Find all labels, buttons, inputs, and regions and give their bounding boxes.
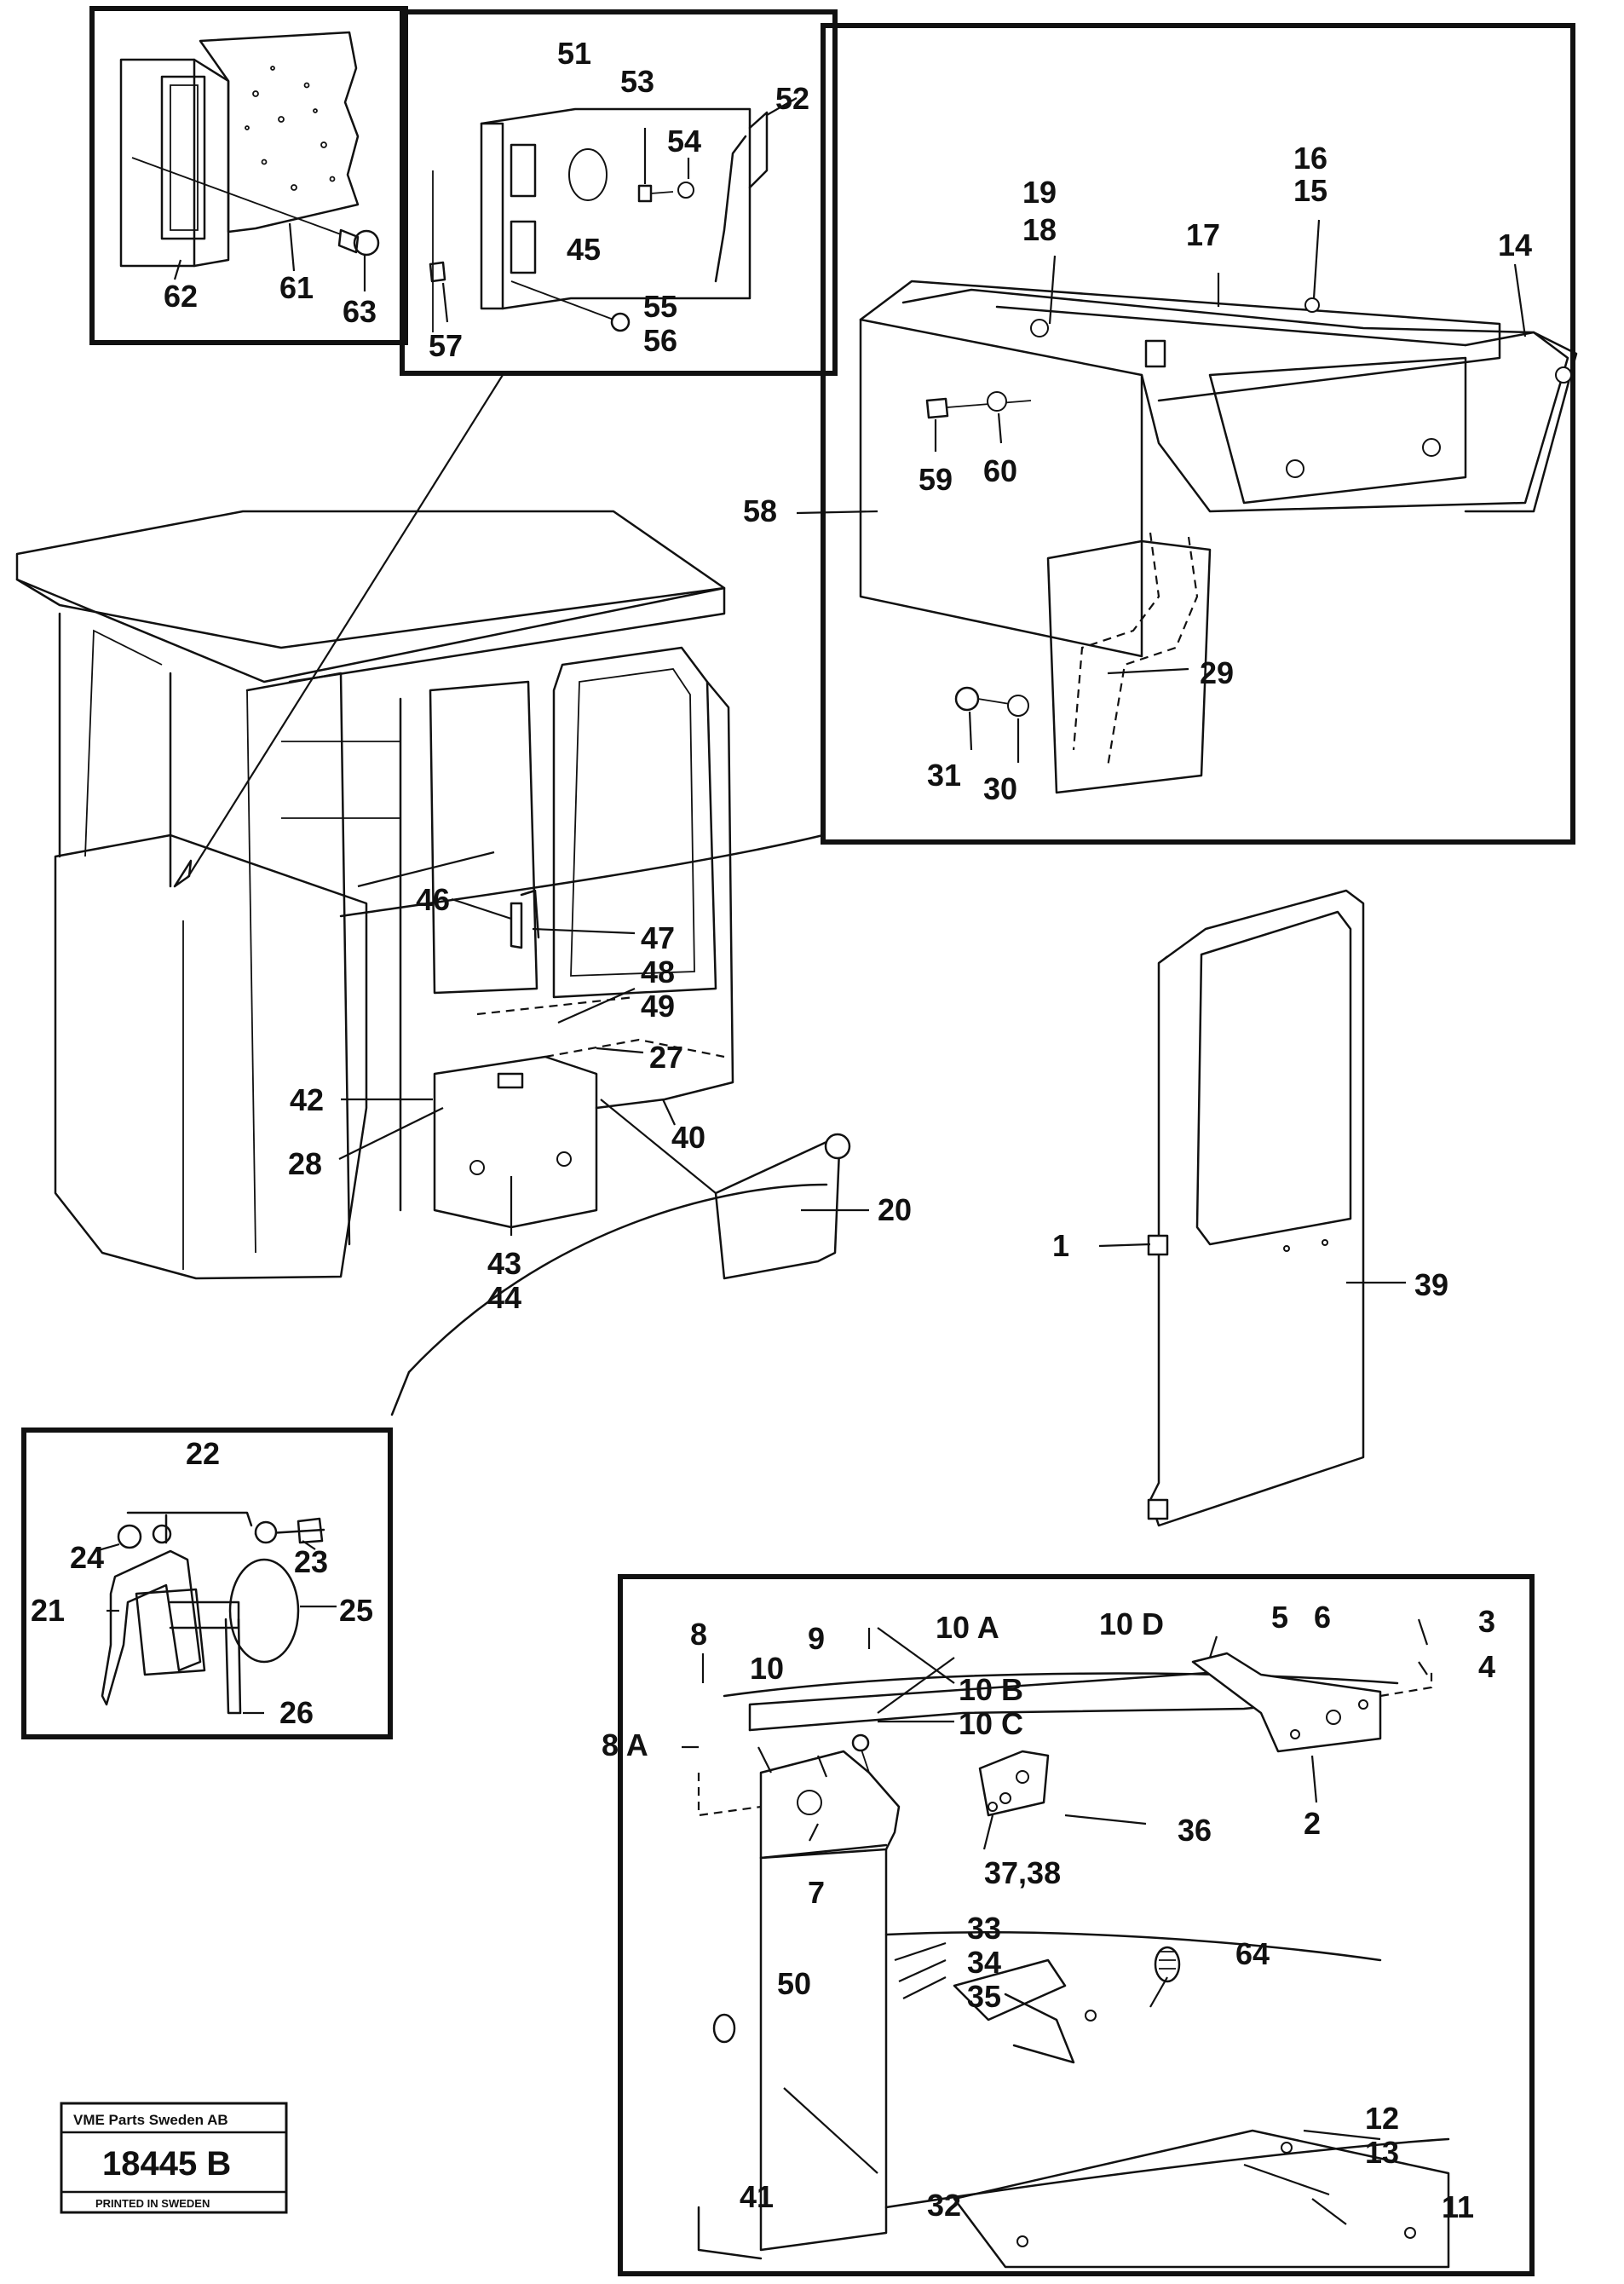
- label-12: 12: [1365, 2101, 1399, 2136]
- cab-assembly: [15, 374, 869, 1416]
- label-8a: 8 A: [602, 1727, 648, 1762]
- label-57: 57: [429, 328, 463, 363]
- label-30: 30: [983, 771, 1017, 806]
- detail-frame-box: [796, 23, 1578, 845]
- label-1: 1: [1052, 1228, 1069, 1263]
- label-50: 50: [777, 1966, 811, 2001]
- label-43: 43: [487, 1246, 521, 1281]
- stamp-number: 18445 B: [102, 2145, 231, 2183]
- label-58: 58: [743, 493, 777, 528]
- label-15: 15: [1293, 173, 1327, 208]
- label-62: 62: [164, 279, 198, 314]
- label-32: 32: [927, 2188, 961, 2223]
- label-24: 24: [70, 1540, 104, 1575]
- label-54: 54: [667, 124, 701, 159]
- detail-frame-bracket: [400, 9, 838, 376]
- label-34: 34: [967, 1945, 1001, 1980]
- label-11: 11: [1442, 2189, 1474, 2224]
- label-39: 39: [1414, 1267, 1448, 1302]
- label-18: 18: [1022, 212, 1057, 247]
- stamp-printed: PRINTED IN SWEDEN: [95, 2197, 210, 2210]
- label-52: 52: [775, 81, 809, 116]
- label-16: 16: [1293, 141, 1327, 176]
- label-47: 47: [641, 920, 675, 955]
- label-28: 28: [288, 1146, 322, 1181]
- label-35: 35: [967, 1979, 1001, 2014]
- label-10c: 10 C: [959, 1706, 1023, 1741]
- label-46: 46: [416, 882, 450, 917]
- label-10d: 10 D: [1099, 1606, 1164, 1641]
- label-51: 51: [557, 36, 591, 71]
- label-27: 27: [649, 1040, 683, 1075]
- label-33: 33: [967, 1911, 1001, 1946]
- label-14: 14: [1498, 228, 1532, 262]
- label-55: 55: [643, 289, 677, 324]
- label-7: 7: [808, 1875, 825, 1910]
- label-6: 6: [1314, 1600, 1331, 1635]
- label-48: 48: [641, 955, 675, 989]
- label-9: 9: [808, 1621, 825, 1656]
- label-8: 8: [690, 1617, 707, 1652]
- label-61: 61: [279, 270, 314, 305]
- label-31: 31: [927, 758, 961, 793]
- label-56: 56: [643, 323, 677, 358]
- label-42: 42: [290, 1082, 324, 1117]
- label-29: 29: [1200, 655, 1234, 690]
- label-23: 23: [294, 1544, 328, 1579]
- foam-texture: [245, 66, 336, 191]
- callout-labels: 62 61 63 51 53 52 54 45 55 56 57 19 18 1…: [31, 36, 1532, 2224]
- detail-frame-latch: [21, 1428, 393, 1739]
- label-13: 13: [1365, 2135, 1399, 2170]
- label-49: 49: [641, 989, 675, 1024]
- detail-frame-floor: [618, 1574, 1535, 2276]
- label-5: 5: [1271, 1600, 1288, 1635]
- label-21: 21: [31, 1593, 65, 1628]
- label-25: 25: [339, 1593, 373, 1628]
- label-3738: 37,38: [984, 1855, 1061, 1890]
- label-17: 17: [1186, 217, 1220, 252]
- label-2: 2: [1304, 1806, 1321, 1841]
- label-44: 44: [487, 1280, 521, 1315]
- detail-frame-seal: [89, 6, 408, 345]
- door-panel: [1098, 889, 1406, 1527]
- stamp-company: VME Parts Sweden AB: [73, 2112, 228, 2128]
- label-20: 20: [878, 1192, 912, 1227]
- label-59: 59: [919, 462, 953, 497]
- reference-stamp: VME Parts Sweden AB 18445 B PRINTED IN S…: [60, 2102, 288, 2214]
- label-22: 22: [186, 1436, 220, 1471]
- label-10a: 10 A: [936, 1610, 999, 1645]
- label-40: 40: [671, 1120, 705, 1155]
- label-60: 60: [983, 453, 1017, 488]
- label-19: 19: [1022, 175, 1057, 210]
- label-45: 45: [567, 232, 601, 267]
- label-10b: 10 B: [959, 1672, 1023, 1707]
- label-41: 41: [740, 2179, 774, 2214]
- label-36: 36: [1178, 1813, 1212, 1848]
- label-53: 53: [620, 64, 654, 99]
- label-4: 4: [1478, 1649, 1495, 1684]
- label-64: 64: [1235, 1936, 1270, 1971]
- label-26: 26: [279, 1695, 314, 1730]
- label-10: 10: [750, 1651, 784, 1686]
- label-3: 3: [1478, 1604, 1495, 1639]
- label-63: 63: [343, 294, 377, 329]
